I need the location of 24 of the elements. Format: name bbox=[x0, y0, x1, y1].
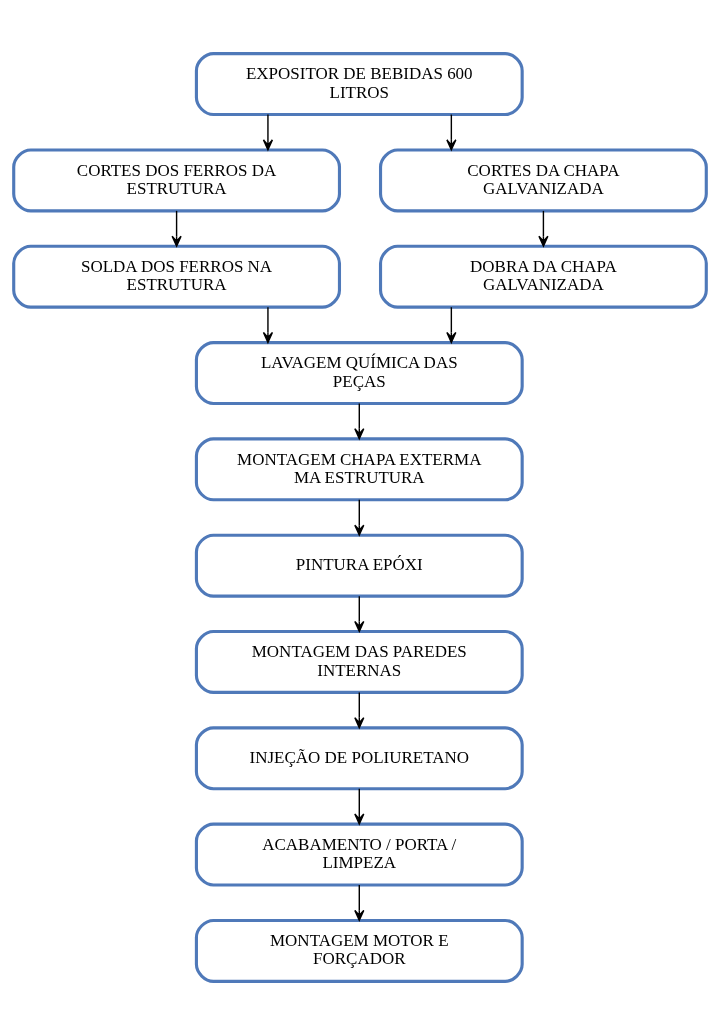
arrow bbox=[262, 113, 274, 151]
node-box: MONTAGEM MOTOR E FORÇADOR bbox=[194, 918, 524, 983]
node-box: CORTES DA CHAPA GALVANIZADA bbox=[379, 148, 708, 213]
arrow bbox=[354, 595, 365, 633]
node-box: CORTES DOS FERROS DA ESTRUTURA bbox=[12, 148, 341, 213]
node-box: SOLDA DOS FERROS NA ESTRUTURA bbox=[12, 244, 341, 309]
node-box: INJEÇÃO DE POLIURETANO bbox=[194, 726, 524, 791]
arrow bbox=[262, 306, 274, 344]
arrow bbox=[354, 788, 365, 825]
arrow bbox=[538, 210, 549, 247]
arrow bbox=[446, 113, 457, 151]
arrow bbox=[354, 691, 365, 729]
arrow bbox=[354, 402, 365, 440]
node-box: PINTURA EPÓXI bbox=[194, 533, 524, 598]
node-box: ACABAMENTO / PORTA / LIMPEZA bbox=[194, 822, 524, 887]
arrow bbox=[354, 884, 365, 921]
node-box: EXPOSITOR DE BEBIDAS 600 LITROS bbox=[194, 52, 524, 117]
node-box: MONTAGEM DAS PAREDES INTERNAS bbox=[194, 629, 524, 694]
arrow bbox=[446, 306, 457, 344]
node-box: LAVAGEM QUÍMICA DAS PEÇAS bbox=[194, 341, 524, 406]
node-box: DOBRA DA CHAPA GALVANIZADA bbox=[379, 244, 708, 309]
arrow bbox=[171, 210, 182, 247]
node-box: MONTAGEM CHAPA EXTERMA MA ESTRUTURA bbox=[194, 437, 524, 502]
arrow bbox=[354, 499, 365, 536]
